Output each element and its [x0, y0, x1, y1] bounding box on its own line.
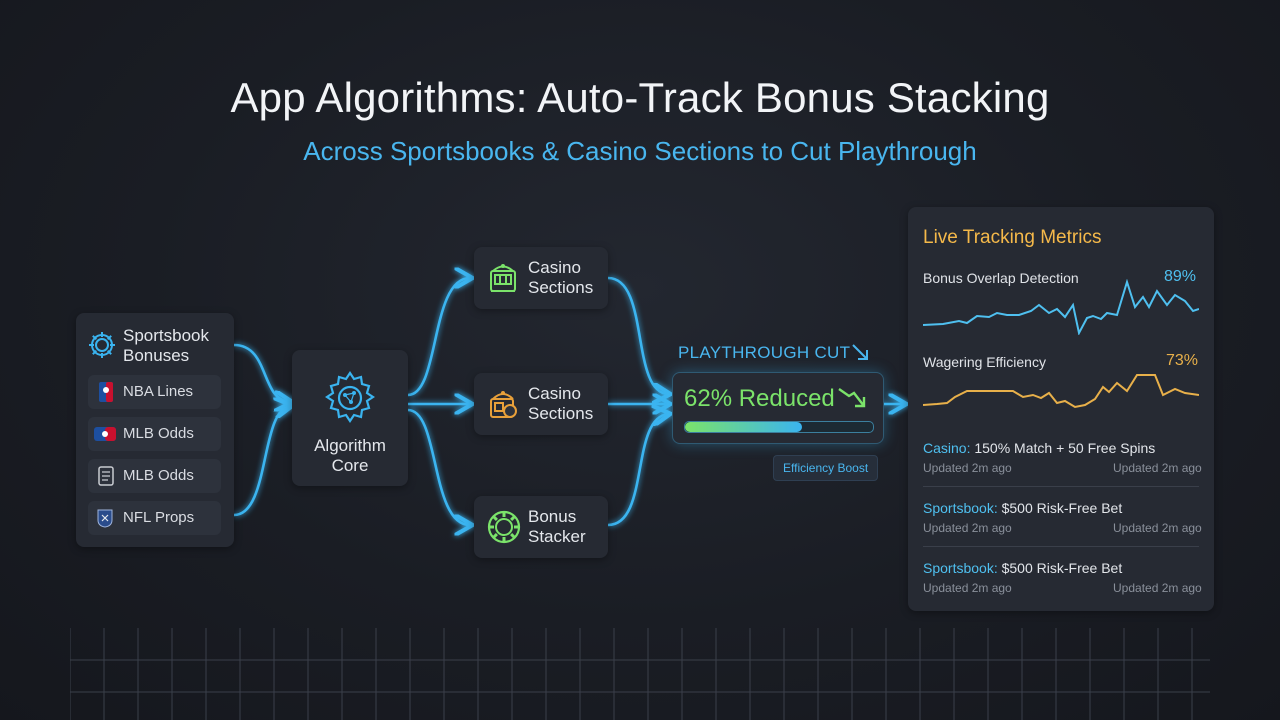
page-subtitle: Across Sportsbooks & Casino Sections to …	[303, 136, 977, 166]
core-label-line1: Algorithm	[314, 436, 386, 455]
feed-divider	[923, 486, 1199, 487]
source-item-label: MLB Odds	[123, 425, 194, 442]
metric-name: Wagering Efficiency	[923, 354, 1046, 370]
casino-chips-icon	[486, 386, 520, 422]
source-item-label: NFL Props	[123, 509, 195, 526]
branch-label-line2: Sections	[528, 278, 594, 297]
feed-item-value: $500 Risk-Free Bet	[997, 560, 1123, 576]
core-label-line2: Core	[331, 456, 369, 475]
background-grid	[70, 628, 1210, 720]
branch-casino-sections-mid[interactable]: Casino Sections	[474, 373, 608, 435]
feed-item-meta-right: Updated 2m ago	[1113, 521, 1202, 535]
feed-item-key: Sportsbook:	[923, 560, 998, 576]
football-league-icon	[95, 508, 115, 528]
branch-label-line2: Stacker	[528, 527, 586, 546]
gear-icon	[86, 329, 118, 361]
sportsbook-bonuses-panel: Sportsbook Bonuses NBA Lines MLB Odds ML…	[76, 313, 234, 547]
feed-item-meta-left: Updated 2m ago	[923, 521, 1012, 535]
branch-label-line1: Casino	[528, 384, 581, 403]
feed-item-text: Sportsbook: $500 Risk-Free Bet	[923, 500, 1122, 516]
gear-network-icon	[320, 368, 380, 428]
feed-item-key: Sportsbook:	[923, 500, 998, 516]
algorithm-core-node[interactable]: Algorithm Core	[292, 350, 408, 486]
source-item-nba-lines[interactable]: NBA Lines	[88, 375, 221, 409]
baseball-league-icon	[94, 425, 116, 443]
wire-branch-top-to-cut	[607, 276, 668, 394]
feed-item-meta-left: Updated 2m ago	[923, 461, 1012, 475]
slot-machine-icon	[486, 260, 520, 296]
overlap-sparkline	[923, 279, 1199, 335]
playthrough-cut-label: PLAYTHROUGH CUT	[678, 343, 851, 362]
feed-item-text: Sportsbook: $500 Risk-Free Bet	[923, 560, 1122, 576]
branch-label-line1: Casino	[528, 258, 581, 277]
metric-value: 89%	[1164, 268, 1197, 285]
wire-sources-to-core-top	[233, 343, 290, 402]
feed-item-key: Casino:	[923, 440, 971, 456]
feed-item-meta-right: Updated 2m ago	[1113, 461, 1202, 475]
feed-item-text: Casino: 150% Match + 50 Free Spins	[923, 440, 1155, 456]
feed-item-meta-right: Updated 2m ago	[1113, 581, 1202, 595]
feed-item-value: $500 Risk-Free Bet	[997, 500, 1123, 516]
source-item-label: NBA Lines	[123, 383, 194, 400]
source-item-mlb-odds[interactable]: MLB Odds	[88, 417, 221, 451]
branch-label-line2: Sections	[528, 404, 594, 423]
wire-core-to-branch-top	[407, 278, 470, 397]
trend-down-arrow-icon	[835, 383, 869, 413]
playthrough-progress-fill	[685, 422, 802, 432]
wire-branch-bottom-to-cut	[607, 414, 668, 527]
poker-chip-icon	[486, 509, 522, 545]
efficiency-sparkline	[923, 374, 1199, 409]
playthrough-cut-card: 62% Reduced	[672, 372, 884, 444]
branch-casino-sections-top[interactable]: Casino Sections	[474, 247, 608, 309]
playthrough-progress-track	[684, 421, 874, 433]
wire-core-to-branch-bottom	[407, 408, 470, 525]
sources-heading-line1: Sportsbook	[123, 326, 209, 345]
page-title: App Algorithms: Auto-Track Bonus Stackin…	[230, 74, 1050, 121]
source-item-nfl-props[interactable]: NFL Props	[88, 501, 221, 535]
trend-down-arrow-icon	[848, 340, 874, 366]
live-tracking-metrics-panel: Live Tracking Metrics Bonus Overlap Dete…	[908, 207, 1214, 611]
playthrough-value: 62% Reduced	[684, 385, 835, 412]
source-item-label: MLB Odds	[123, 467, 194, 484]
basketball-league-icon	[96, 382, 116, 402]
metric-name: Bonus Overlap Detection	[923, 270, 1079, 286]
metrics-title: Live Tracking Metrics	[923, 227, 1102, 248]
feed-divider	[923, 546, 1199, 547]
metric-value: 73%	[1166, 352, 1199, 369]
wire-sources-to-core-bottom	[233, 406, 290, 517]
document-icon	[96, 466, 116, 486]
feed-item-meta-left: Updated 2m ago	[923, 581, 1012, 595]
source-item-mlb-odds-2[interactable]: MLB Odds	[88, 459, 221, 493]
branch-label-line1: Bonus	[528, 507, 577, 526]
feed-item-value: 150% Match + 50 Free Spins	[970, 440, 1156, 456]
sources-heading-line2: Bonuses	[123, 346, 190, 365]
branch-bonus-stacker[interactable]: Bonus Stacker	[474, 496, 608, 558]
efficiency-boost-badge: Efficiency Boost	[773, 455, 879, 481]
